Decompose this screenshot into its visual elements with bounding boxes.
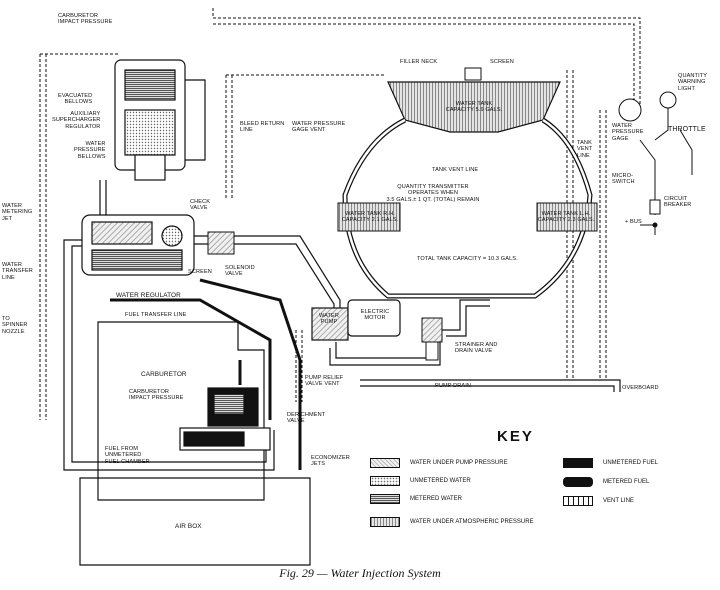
label-economizer-jets: ECONOMIZER JETS	[311, 455, 350, 468]
key-item-vent-line: VENT LINE	[563, 496, 634, 506]
label-air-box: AIR BOX	[175, 523, 202, 530]
supercharger-regulator	[114, 59, 206, 181]
key-swatch-atmospheric	[370, 517, 400, 527]
label-derichment-valve: DERICHMENT VALVE	[287, 412, 326, 425]
label-to-spinner-nozzle: TO SPINNER NOZZLE	[2, 316, 28, 335]
label-screen-top: SCREEN	[490, 59, 514, 65]
key-item-unmetered-fuel: UNMETERED FUEL	[563, 458, 658, 468]
label-water-pressure-gage-vent: WATER PRESSURE GAGE VENT	[292, 121, 346, 134]
label-water-tank: WATER TANK CAPACITY 5.9 GALS.	[445, 101, 503, 114]
key-text: UNMETERED WATER	[410, 478, 471, 484]
derichment-assembly	[179, 387, 271, 451]
label-tank-lh: WATER TANK L.H. CAPACITY 2.3 GALS.	[537, 211, 595, 224]
key-item-metered-fuel: METERED FUEL	[563, 477, 649, 487]
label-throttle: THROTTLE	[668, 126, 706, 133]
electrical-circuit	[618, 91, 693, 235]
key-swatch-metered-water	[370, 494, 400, 504]
fuel-lines	[110, 278, 302, 470]
label-tank-vent-line-right: TANK VENT LINE	[577, 140, 593, 159]
key-swatch-vent-line	[563, 496, 593, 506]
label-tank-vent-line: TANK VENT LINE	[432, 167, 479, 173]
label-check-valve: CHECK VALVE	[190, 199, 211, 212]
pump-motor	[311, 299, 401, 341]
label-bus: + BUS	[625, 219, 642, 225]
label-water-pump: WATER PUMP	[318, 313, 340, 326]
filler-neck	[464, 67, 482, 81]
label-total-capacity: TOTAL TANK CAPACITY = 10.3 GALS.	[417, 256, 518, 262]
key-item-pump-pressure: WATER UNDER PUMP PRESSURE	[370, 458, 508, 468]
key-text: WATER UNDER PUMP PRESSURE	[410, 460, 508, 466]
label-quantity-transmitter: QUANTITY TRANSMITTER OPERATES WHEN 3.5 G…	[386, 184, 480, 203]
air-box-outline	[79, 477, 311, 566]
label-screen-mid: SCREEN	[188, 269, 212, 275]
key-text: METERED FUEL	[603, 479, 650, 485]
label-electric-motor: ELECTRIC MOTOR	[360, 309, 390, 322]
label-solenoid-valve: SOLENOID VALVE	[225, 265, 255, 278]
label-evacuated-bellows: EVACUATED BELLOWS	[58, 93, 93, 106]
key-swatch-metered-fuel	[563, 477, 593, 487]
label-water-metering-jet: WATER METERING JET	[2, 203, 33, 222]
label-quantity-warning-light: QUANTITY WARNING LIGHT	[678, 73, 708, 92]
label-filler-neck: FILLER NECK	[400, 59, 438, 65]
label-carburetor: CARBURETOR	[141, 371, 187, 378]
label-water-pressure-gage: WATER PRESSURE GAGE	[612, 123, 644, 142]
water-regulator-unit	[81, 214, 195, 276]
key-item-unmetered-water: UNMETERED WATER	[370, 476, 471, 486]
carburetor-outline	[97, 321, 265, 501]
key-title: KEY	[497, 428, 534, 445]
water-tank-lh	[536, 202, 598, 232]
label-overboard: OVERBOARD	[622, 385, 659, 391]
key-swatch-pump-pressure	[370, 458, 400, 468]
label-pump-drain: PUMP DRAIN	[435, 383, 472, 389]
label-water-regulator: WATER REGULATOR	[116, 292, 181, 299]
label-bleed-return-line: BLEED RETURN LINE	[240, 121, 285, 134]
water-tank-rh	[337, 202, 401, 232]
key-item-atmospheric: WATER UNDER ATMOSPHERIC PRESSURE	[370, 517, 534, 527]
key-swatch-unmetered-fuel	[563, 458, 593, 468]
solenoid-valve-body	[207, 231, 235, 255]
label-pump-relief-valve-vent: PUMP RELIEF VALVE VENT	[305, 375, 344, 388]
key-text: UNMETERED FUEL	[603, 460, 659, 466]
figure-caption: Fig. 29 — Water Injection System	[279, 566, 441, 580]
key-text: VENT LINE	[603, 498, 634, 504]
strainer	[421, 317, 443, 361]
label-water-transfer-line: WATER TRANSFER LINE	[2, 262, 33, 281]
label-auxiliary-supercharger-regulator: AUXILIARY SUPERCHARGER REGULATOR	[52, 111, 101, 130]
label-circuit-breaker: CIRCUIT BREAKER	[664, 196, 692, 209]
key-text: METERED WATER	[410, 496, 462, 502]
key-swatch-unmetered-water	[370, 476, 400, 486]
key-text: WATER UNDER ATMOSPHERIC PRESSURE	[410, 519, 534, 525]
label-fuel-from-unmetered: FUEL FROM UNMETERED FUEL CHAMBER	[105, 446, 150, 465]
label-micro-switch: MICRO- SWITCH	[612, 173, 635, 186]
label-carburetor-impact-pressure-top: CARBURETOR IMPACT PRESSURE	[58, 13, 113, 26]
label-fuel-transfer-line: FUEL TRANSFER LINE	[125, 312, 187, 318]
label-tank-rh: WATER TANK R.H. CAPACITY 2.1 GALS.	[341, 211, 399, 224]
label-strainer-drain-valve: STRAINER AND DRAIN VALVE	[455, 342, 498, 355]
label-water-pressure-bellows: WATER PRESSURE BELLOWS	[74, 141, 106, 160]
vent-lines	[39, 8, 641, 420]
label-carburetor-impact-pressure-low: CARBURETOR IMPACT PRESSURE	[129, 389, 184, 402]
key-item-metered-water: METERED WATER	[370, 494, 462, 504]
